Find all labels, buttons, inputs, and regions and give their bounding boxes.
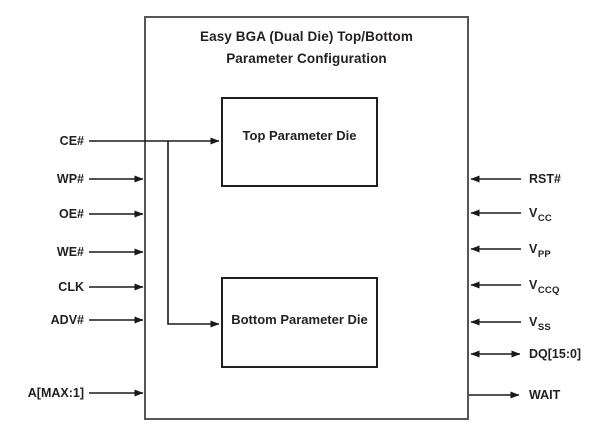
signal-text: RST#	[529, 172, 561, 186]
signal-label-we: WE#	[56, 245, 84, 259]
signal-subscript: CC	[537, 212, 552, 224]
signal-label-oe: OE#	[58, 207, 84, 221]
signal-label-dq: DQ[15:0]	[529, 345, 582, 363]
signal-label-adv: ADV#	[50, 313, 84, 327]
signal-label-addr: A[MAX:1]	[27, 386, 84, 400]
signal-text: V	[529, 278, 538, 292]
signal-label-vss: VSS	[529, 313, 551, 333]
signal-text: V	[529, 315, 538, 329]
signal-text: V	[529, 206, 538, 220]
signal-subscript: CCQ	[537, 284, 560, 296]
signal-label-vcc: VCC	[529, 204, 552, 224]
signal-text: V	[529, 242, 538, 256]
signal-label-wait: WAIT	[529, 386, 561, 404]
signal-label-rst: RST#	[529, 170, 561, 188]
top-parameter-die-box: Top Parameter Die	[221, 97, 378, 187]
signal-subscript: PP	[537, 248, 551, 260]
diagram-title-line2: Parameter Configuration	[226, 51, 387, 66]
signal-text: WAIT	[529, 388, 561, 402]
signal-label-vccq: VCCQ	[529, 276, 560, 296]
signal-label-vpp: VPP	[529, 240, 551, 260]
signal-label-wp: WP#	[56, 172, 84, 186]
diagram-title: Easy BGA (Dual Die) Top/Bottom Parameter…	[144, 26, 469, 70]
signal-label-clk: CLK	[58, 280, 84, 294]
diagram-title-line1: Easy BGA (Dual Die) Top/Bottom	[199, 29, 413, 44]
top-parameter-die-label: Top Parameter Die	[242, 127, 357, 143]
signal-text: DQ[15:0]	[529, 347, 582, 361]
signal-subscript: SS	[537, 321, 551, 333]
signal-label-ce: CE#	[59, 134, 84, 148]
bottom-parameter-die-label: Bottom Parameter Die	[231, 311, 368, 327]
bottom-parameter-die-box: Bottom Parameter Die	[221, 277, 378, 368]
